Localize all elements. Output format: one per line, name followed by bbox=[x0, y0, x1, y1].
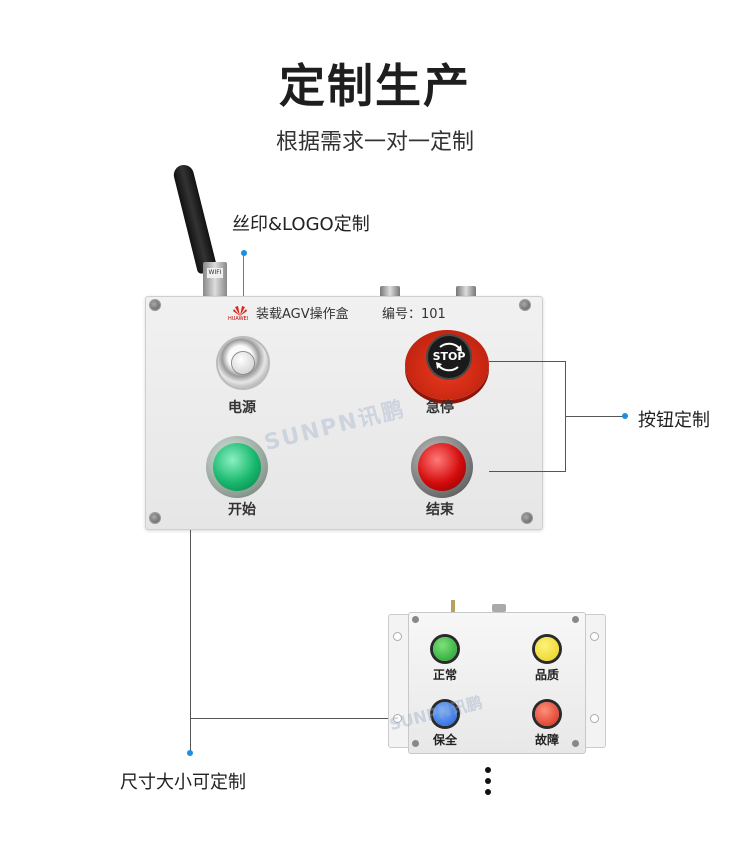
quality-button[interactable] bbox=[535, 637, 559, 661]
screw-icon bbox=[572, 616, 579, 623]
mount-hole bbox=[590, 632, 599, 641]
maintenance-button[interactable] bbox=[433, 702, 457, 726]
emergency-stop-label: 急停 bbox=[426, 400, 454, 416]
box-name: 装载AGV操作盒 bbox=[256, 307, 349, 322]
huawei-logo-icon bbox=[233, 306, 247, 316]
screw-icon bbox=[572, 740, 579, 747]
connector-right bbox=[456, 286, 476, 298]
size-line-vertical bbox=[190, 530, 191, 752]
brand-text: HUAWEI bbox=[228, 316, 249, 322]
screw-icon bbox=[412, 740, 419, 747]
callout-buttons: 按钮定制 bbox=[638, 410, 710, 431]
box-serial: 编号：101 bbox=[382, 307, 446, 322]
maintenance-button-label: 保全 bbox=[433, 733, 458, 747]
bracket-line-callout bbox=[565, 416, 623, 417]
connector-left bbox=[380, 286, 400, 298]
normal-button-label: 正常 bbox=[433, 668, 458, 682]
small-antenna bbox=[451, 600, 455, 614]
more-dot bbox=[485, 767, 491, 773]
quality-button-label: 品质 bbox=[535, 668, 560, 682]
small-control-box bbox=[408, 612, 586, 754]
fault-button[interactable] bbox=[535, 702, 559, 726]
screw-icon bbox=[520, 300, 530, 310]
start-button-label: 开始 bbox=[228, 502, 256, 518]
start-button-lens bbox=[213, 443, 261, 491]
emergency-stop-text: STOP bbox=[432, 350, 466, 363]
page-subtitle: 根据需求一对一定制 bbox=[275, 130, 474, 155]
callout-dot-size bbox=[187, 750, 193, 756]
main-control-box bbox=[145, 296, 543, 530]
antenna bbox=[171, 162, 218, 275]
normal-button[interactable] bbox=[433, 637, 457, 661]
antenna-tag: WIFI bbox=[207, 268, 223, 278]
callout-dot-buttons bbox=[622, 413, 628, 419]
screw-icon bbox=[150, 513, 160, 523]
screw-icon bbox=[522, 513, 532, 523]
end-button-label: 结束 bbox=[426, 502, 454, 518]
mount-hole bbox=[590, 714, 599, 723]
more-dot bbox=[485, 789, 491, 795]
power-button-cap bbox=[232, 352, 254, 374]
power-button-label: 电源 bbox=[228, 400, 256, 416]
callout-dot-silkscreen bbox=[241, 250, 247, 256]
screw-icon bbox=[412, 616, 419, 623]
end-button-lens bbox=[418, 443, 466, 491]
bracket-line-bottom bbox=[489, 471, 565, 472]
bracket-line-top bbox=[489, 361, 565, 362]
mount-hole bbox=[393, 632, 402, 641]
callout-silkscreen: 丝印&LOGO定制 bbox=[232, 214, 370, 235]
more-dot bbox=[485, 778, 491, 784]
rotate-arrows-icon bbox=[436, 342, 462, 372]
callout-size: 尺寸大小可定制 bbox=[120, 772, 246, 793]
callout-line-silkscreen bbox=[243, 255, 244, 297]
mount-hole bbox=[393, 714, 402, 723]
screw-icon bbox=[150, 300, 160, 310]
fault-button-label: 故障 bbox=[535, 733, 560, 747]
page-title: 定制生产 bbox=[279, 59, 471, 113]
size-line-horizontal bbox=[190, 718, 390, 719]
small-connector bbox=[492, 604, 506, 612]
